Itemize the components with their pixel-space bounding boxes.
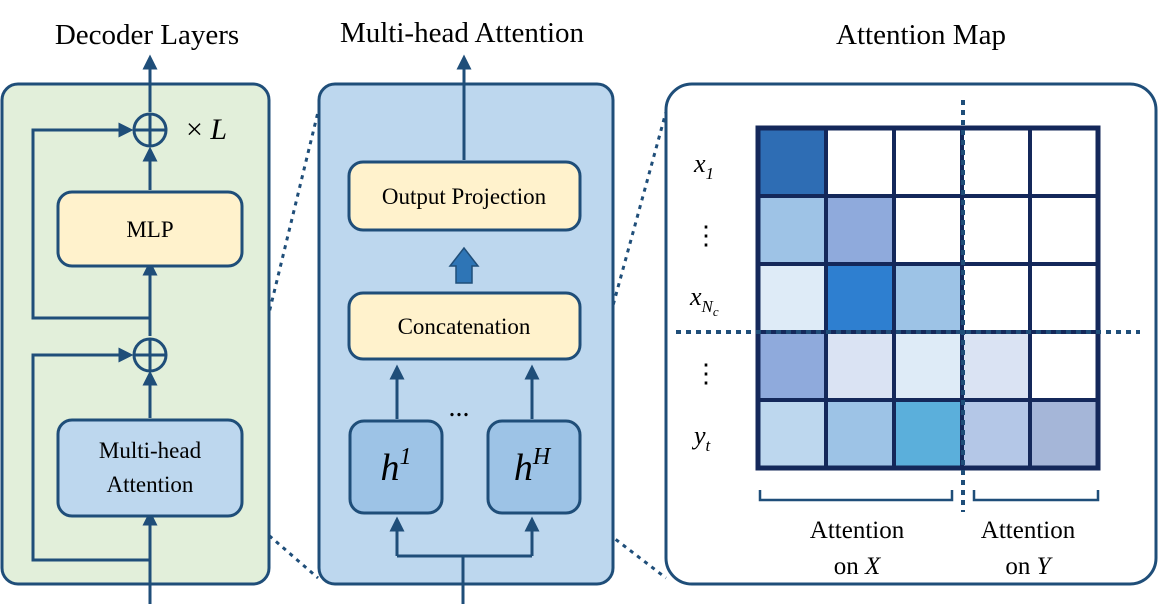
decoder-layers-panel: × L MLP Multi-head Attention: [0, 54, 271, 604]
attention-cell-r1-c1: [756, 126, 828, 198]
attention-cell-r3-c5: [1028, 262, 1100, 334]
attention-cell-r3-c2: [824, 262, 896, 334]
repeat-count-var: L: [209, 113, 227, 146]
attention-cell-r5-c4: [960, 398, 1032, 470]
bracket-attention-on-x: [758, 490, 954, 502]
head-last-sup: H: [532, 444, 552, 470]
head-first-label: h1: [381, 444, 412, 489]
attention-cell-r5-c5: [1028, 398, 1100, 470]
attention-cell-r5-c1: [756, 398, 828, 470]
attention-map-panel: x1 ⋮ xNc ⋮ yt Attention on X Attention o…: [664, 82, 1158, 586]
attention-cell-r4-c4: [960, 330, 1032, 402]
head-first-sup: 1: [400, 444, 412, 470]
multi-head-attention-block: [56, 418, 244, 518]
attention-heatmap: [755, 125, 1101, 471]
attention-cell-r5-c3: [892, 398, 964, 470]
attention-cell-r5-c2: [824, 398, 896, 470]
attention-on-y-line2: on Y: [1005, 553, 1053, 580]
row-label-xn-subsub: c: [713, 304, 719, 319]
layer-repeat-label: × L: [186, 113, 227, 146]
row-ellipsis-icon: ⋮: [693, 221, 719, 250]
attention-cell-r3-c3: [892, 262, 964, 334]
row-label-xn: xNc: [689, 282, 719, 319]
attention-cell-r4-c2: [824, 330, 896, 402]
row-label-yt-base: y: [691, 421, 706, 450]
mlp-block: [56, 190, 244, 268]
concat-to-projection-arrow-icon: [448, 246, 480, 284]
attention-on-x-prefix: on: [834, 553, 865, 580]
attention-on-y-prefix: on: [1005, 553, 1036, 580]
residual-add-icon: [132, 337, 168, 373]
row-label-yt-sub: t: [706, 436, 712, 455]
attention-block-label-line2: Attention: [107, 472, 194, 497]
attention-cell-r3-c4: [960, 262, 1032, 334]
attention-cell-r1-c4: [960, 126, 1032, 198]
attention-cell-r2-c5: [1028, 194, 1100, 266]
attention-on-x-line2: on X: [834, 553, 882, 580]
row-label-xn-base: x: [689, 282, 702, 311]
repeat-times-sign: ×: [186, 113, 210, 146]
multi-head-attention-title: Multi-head Attention: [340, 17, 585, 49]
concatenation-label: Concatenation: [398, 314, 531, 339]
heatmap-border: [755, 125, 1101, 471]
heads-ellipsis: ...: [449, 392, 470, 423]
attention-cell-r1-c3: [892, 126, 964, 198]
decoder-layers-title: Decoder Layers: [55, 19, 239, 51]
attention-cell-r2-c4: [960, 194, 1032, 266]
attention-cell-r4-c5: [1028, 330, 1100, 402]
multi-head-attention-panel: h1 hH ... Concatenation Output Projectio…: [317, 54, 615, 604]
row-label-yt: yt: [691, 421, 712, 455]
attention-cell-r3-c1: [756, 262, 828, 334]
attention-cell-r4-c3: [892, 330, 964, 402]
attention-head-first: [348, 419, 444, 515]
row-ellipsis-icon: ⋮: [693, 359, 719, 388]
head-last-label: hH: [514, 444, 552, 489]
attention-cell-r4-c1: [756, 330, 828, 402]
head-first-base: h: [381, 447, 400, 489]
bracket-attention-on-y: [972, 490, 1100, 502]
attention-head-last: [486, 419, 582, 515]
attention-block-label-line1: Multi-head: [99, 438, 202, 463]
attention-on-y-var: Y: [1037, 553, 1054, 580]
attention-on-x-line1: Attention: [810, 517, 905, 544]
row-label-xn-sub: N: [701, 297, 715, 316]
row-label-x1-base: x: [693, 149, 706, 178]
row-label-x1: x1: [693, 149, 714, 183]
attention-cell-r1-c2: [824, 126, 896, 198]
row-label-x1-sub: 1: [706, 164, 715, 183]
output-projection-label: Output Projection: [382, 184, 547, 209]
residual-add-icon: [132, 112, 168, 148]
attention-map-title: Attention Map: [836, 19, 1006, 51]
attention-cell-r2-c3: [892, 194, 964, 266]
attention-cell-r2-c2: [824, 194, 896, 266]
attention-on-x-var: X: [864, 553, 882, 580]
attention-cell-r1-c5: [1028, 126, 1100, 198]
concatenation-block: [347, 291, 582, 361]
attention-on-y-line1: Attention: [981, 517, 1076, 544]
attention-cell-r2-c1: [756, 194, 828, 266]
head-last-base: h: [514, 447, 533, 489]
mlp-label: MLP: [126, 217, 173, 242]
output-projection-block: [347, 160, 582, 232]
